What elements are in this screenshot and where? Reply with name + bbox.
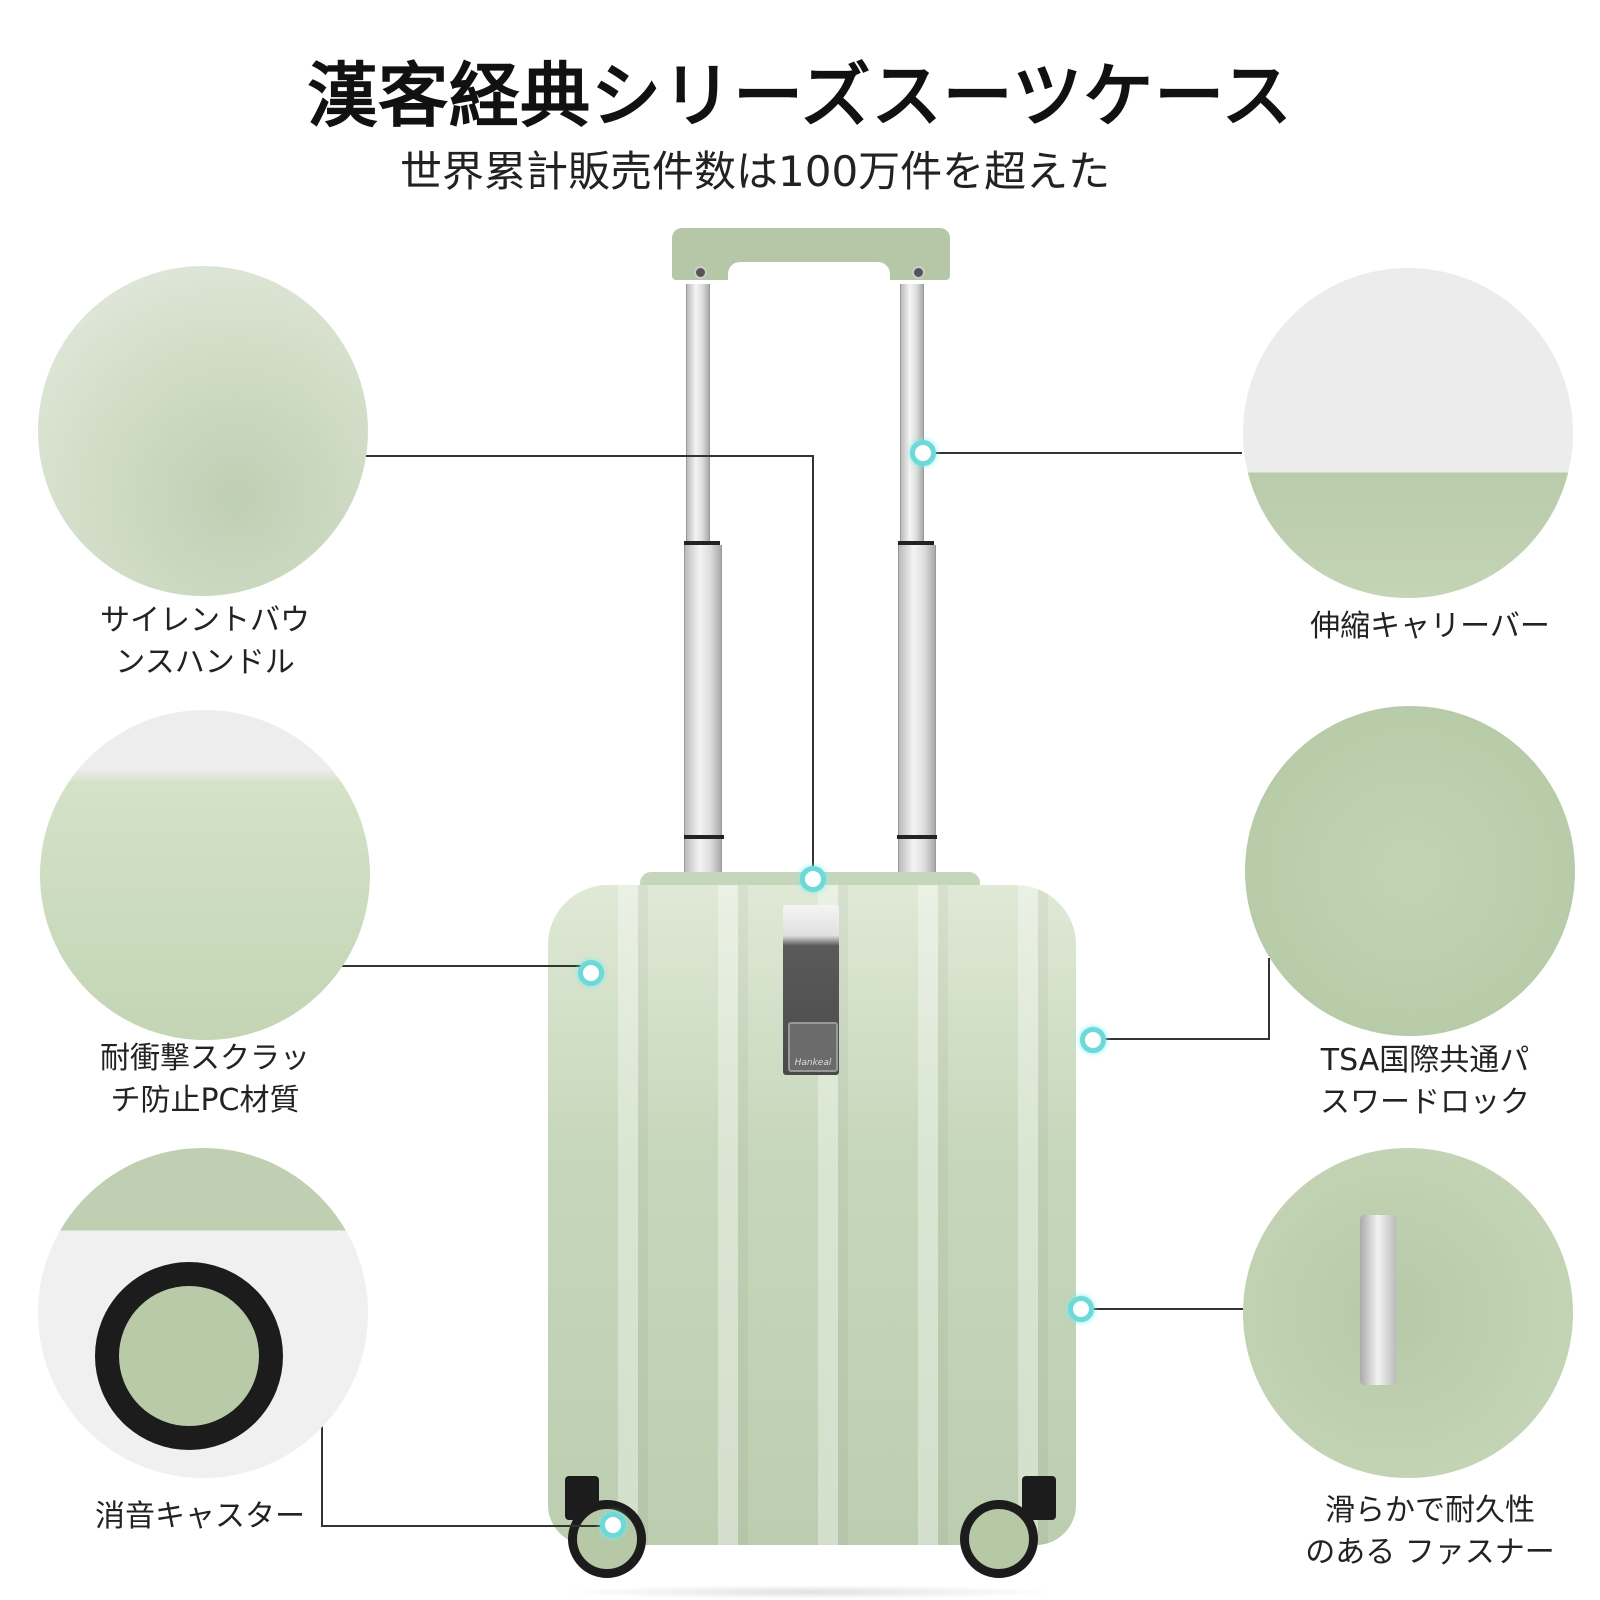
trolley-pole-left-lower xyxy=(684,545,722,875)
feature-image-lock xyxy=(1245,706,1575,1036)
feature-image-handle xyxy=(38,266,368,596)
caster-wheel-icon xyxy=(568,1500,646,1578)
screw-icon xyxy=(912,266,925,279)
feature-image-zipper xyxy=(1243,1148,1573,1478)
connector-line xyxy=(1268,958,1270,1040)
feature-label-handle: サイレントバウ ンスハンドル xyxy=(100,603,310,680)
page-subtitle: 世界累計販売件数は100万件を超えた xyxy=(400,147,1111,196)
callout-dot xyxy=(600,1512,626,1538)
caster-wheel-icon xyxy=(960,1500,1038,1578)
callout-dot xyxy=(1068,1296,1094,1322)
connector-line xyxy=(332,965,586,967)
page-title: 漢客経典シリーズスーツケース xyxy=(307,55,1293,137)
zipper-pull-icon xyxy=(1360,1215,1396,1385)
trolley-pole-right-upper xyxy=(900,284,924,544)
feature-image-material xyxy=(40,710,370,1040)
connector-line xyxy=(812,455,814,873)
feature-label-trolley: 伸縮キャリーバー xyxy=(1310,609,1550,644)
connector-line xyxy=(358,455,813,457)
caster-wheel-icon xyxy=(95,1262,283,1450)
feature-label-material: 耐衝撃スクラッ チ防止PC材質 xyxy=(100,1041,310,1118)
trolley-pole-right-lower xyxy=(898,545,936,875)
trolley-pole-left-upper xyxy=(686,284,710,544)
feature-label-lock: TSA国際共通パ スワードロック xyxy=(1320,1043,1530,1120)
connector-line xyxy=(321,1525,611,1527)
callout-dot xyxy=(578,960,604,986)
connector-line xyxy=(321,1418,323,1526)
brand-logo-icon xyxy=(788,1022,838,1072)
connector-line xyxy=(1088,1308,1243,1310)
callout-dot xyxy=(800,866,826,892)
callout-dot xyxy=(910,440,936,466)
feature-label-caster: 消音キャスター xyxy=(95,1499,305,1534)
callout-dot xyxy=(1080,1027,1106,1053)
connector-line xyxy=(1100,1038,1270,1040)
screw-icon xyxy=(694,266,707,279)
connector-line xyxy=(930,452,1242,454)
brand-badge-text: Hankeal xyxy=(794,1058,832,1068)
feature-label-zipper: 滑らかで耐久性 のある ファスナー xyxy=(1305,1493,1555,1570)
feature-image-trolley xyxy=(1243,268,1573,598)
